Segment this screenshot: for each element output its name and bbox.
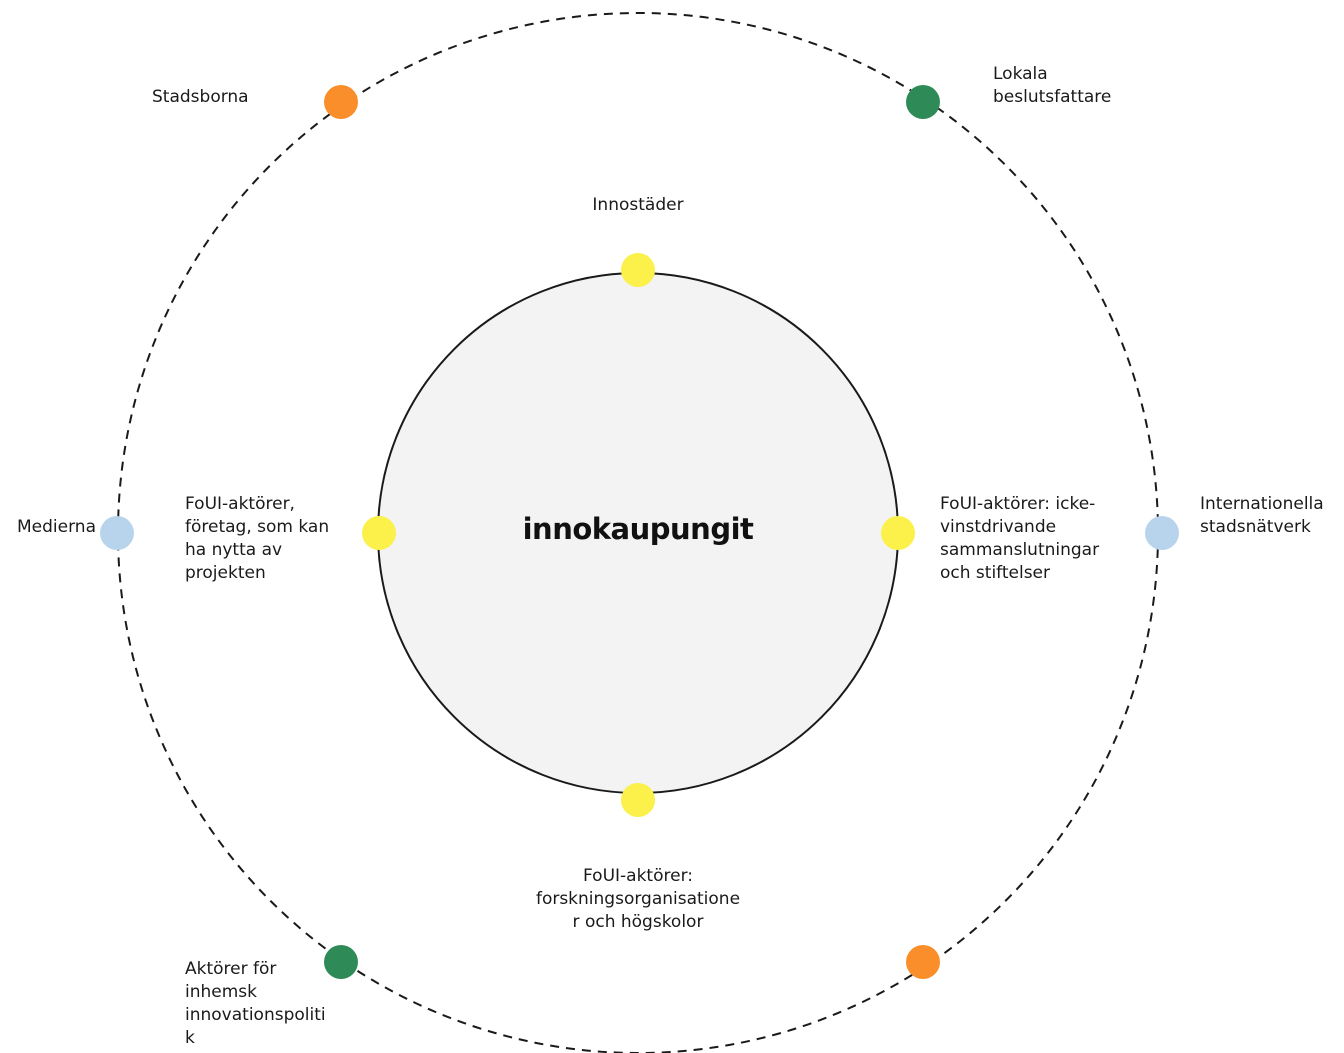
node-internationella [1145,516,1179,550]
innokaupungit-logo: innokaupungit [522,512,754,546]
node-foui-icke [881,516,915,550]
label-internationella: Internationella stadsnätverk [1200,494,1324,537]
label-stadsborna: Stadsborna [152,87,249,107]
label-foui-foretag: FoUI-aktörer, företag, som kan ha nytta … [185,494,330,583]
node-medierna [100,516,134,550]
label-lokala: Lokala beslutsfattare [993,64,1112,107]
node-bottom-right [906,945,940,979]
node-foui-forskning [621,783,655,817]
node-lokala [906,85,940,119]
label-aktorer-inhemsk: Aktörer för inhemsk innovationspoliti k [185,959,326,1048]
label-innostader: Innostäder [592,195,684,215]
node-innostader [621,253,655,287]
label-medierna: Medierna [17,517,96,537]
label-foui-forskning: FoUI-aktörer: forskningsorganisatione r … [535,866,741,932]
node-foui-foretag [362,516,396,550]
node-stadsborna [324,85,358,119]
label-foui-icke: FoUI-aktörer: icke- vinstdrivande samman… [940,494,1100,583]
node-aktorer-inhemsk [324,945,358,979]
